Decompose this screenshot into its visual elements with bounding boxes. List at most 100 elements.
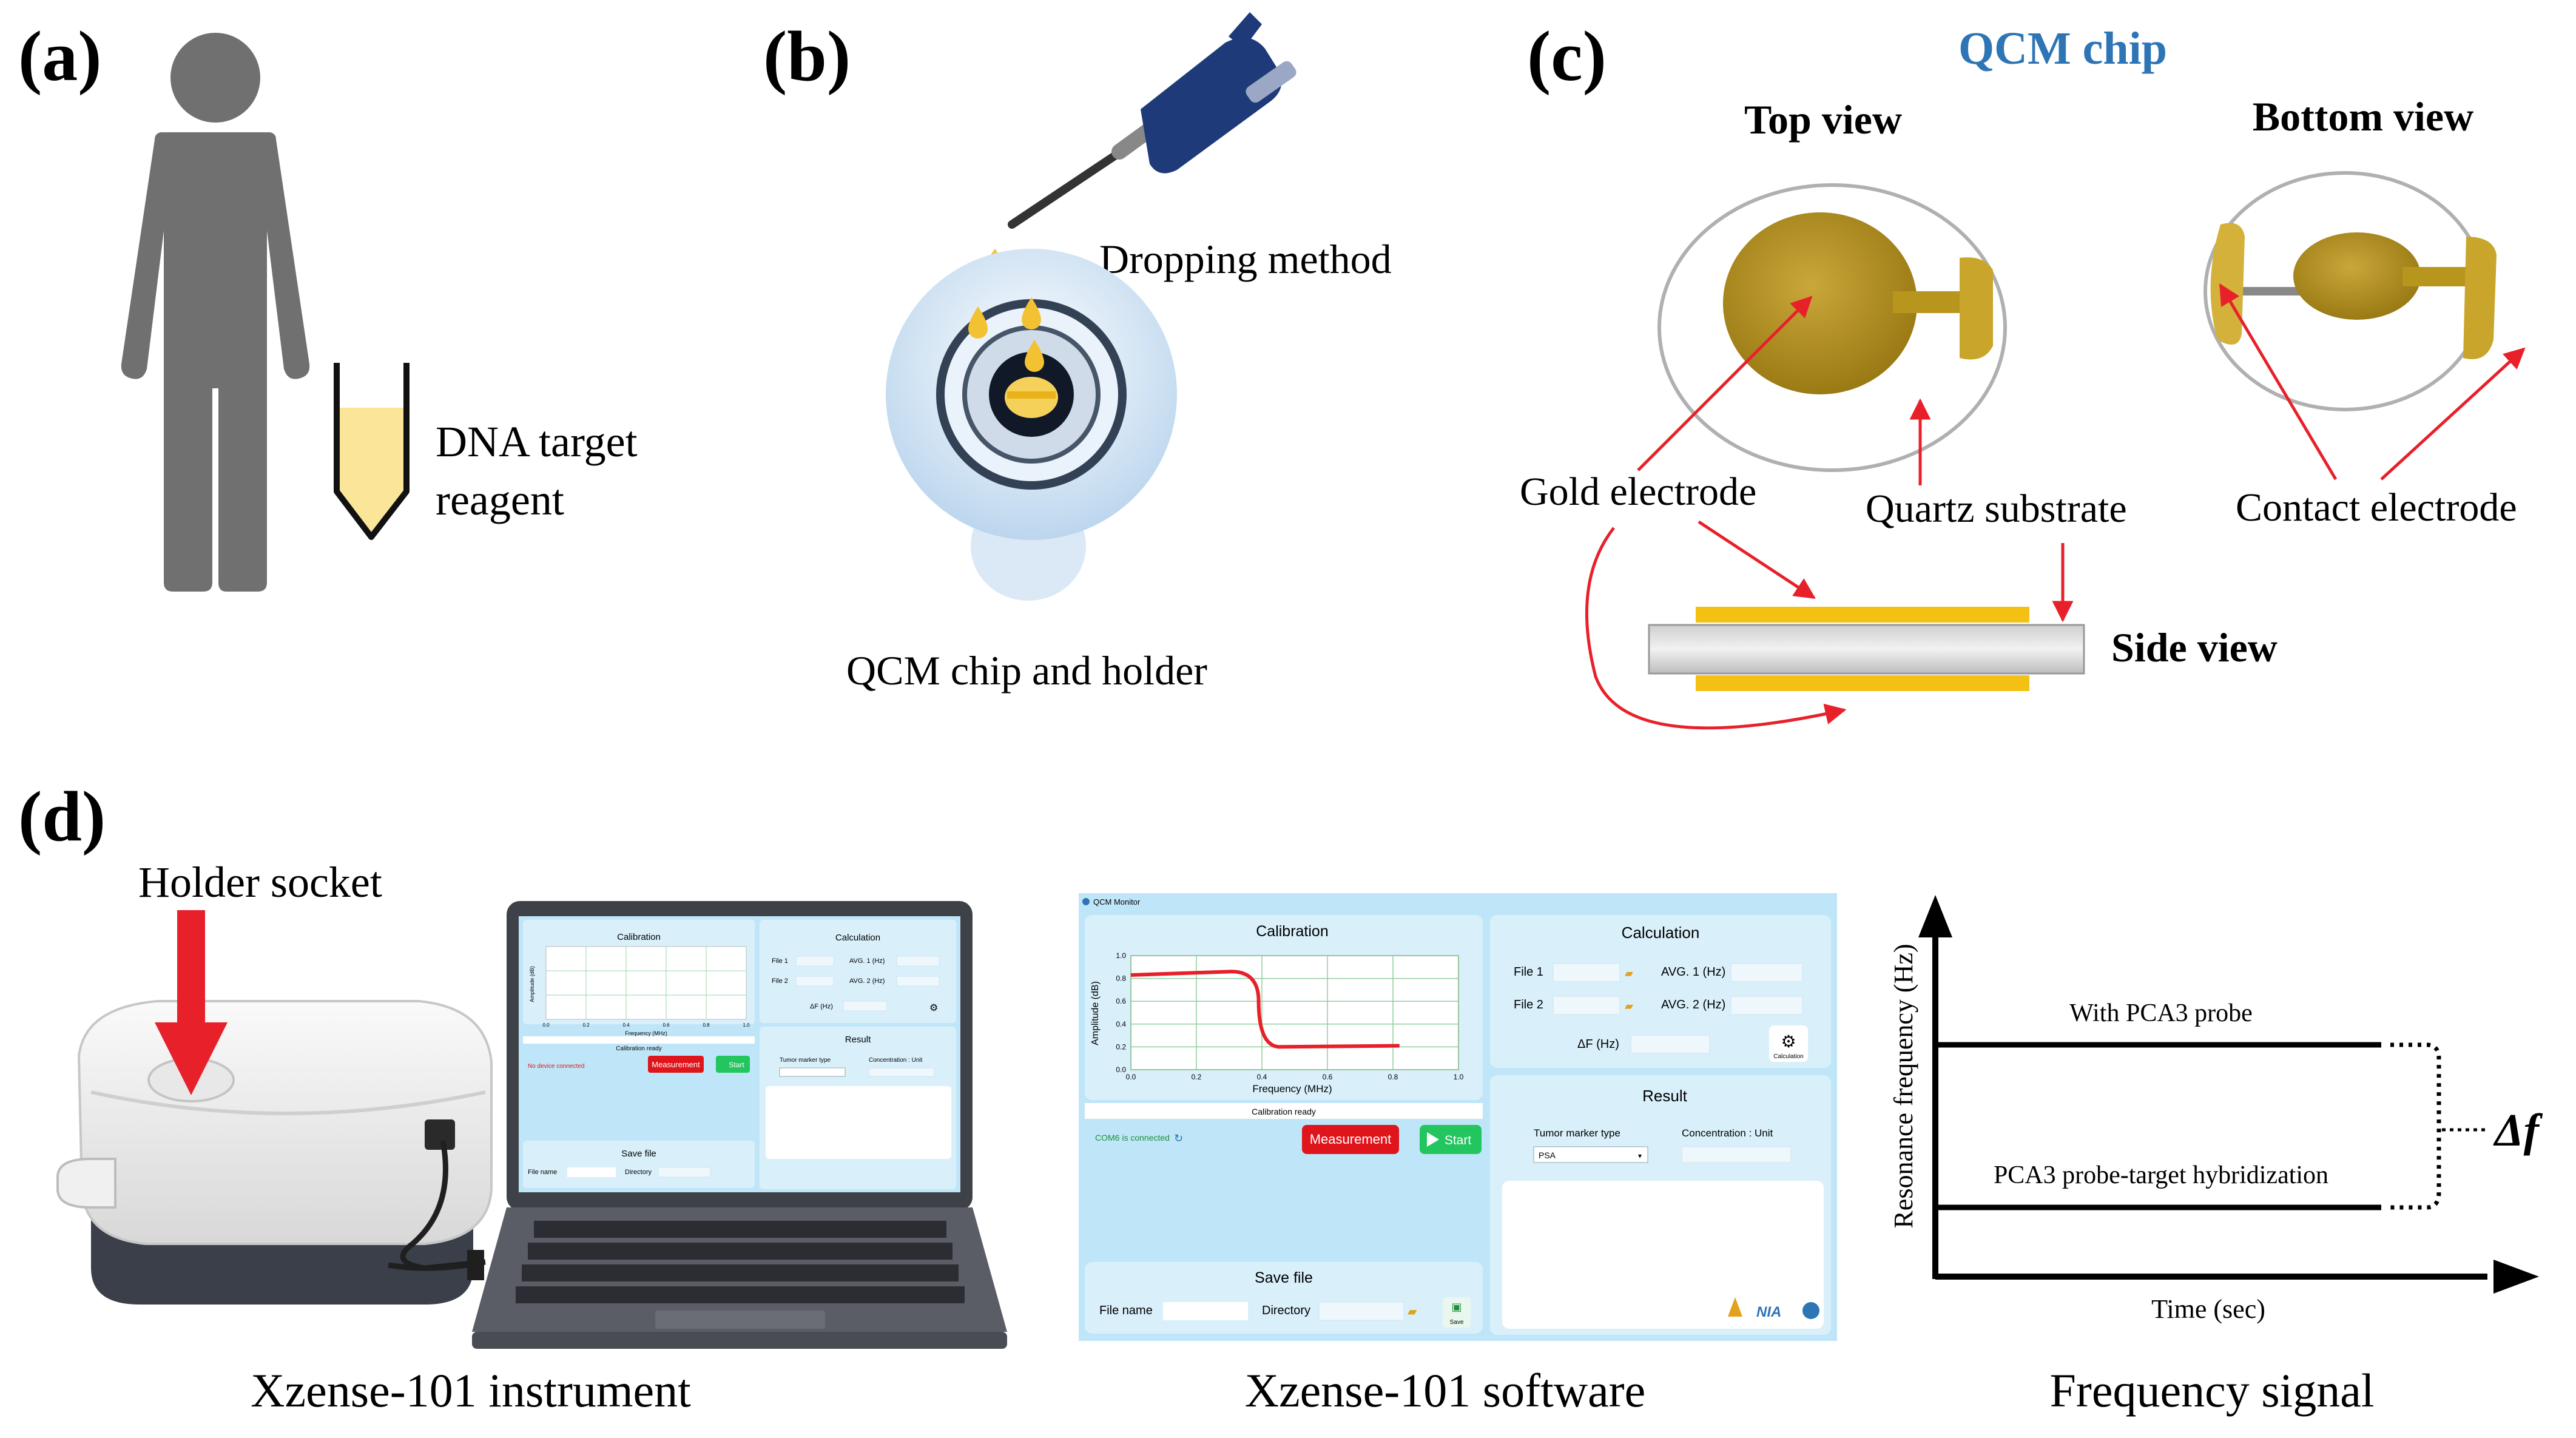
directory-input[interactable]: [1318, 1301, 1404, 1321]
panel-d-label: (d): [18, 777, 106, 856]
hybridization-label: PCA3 probe-target hybridization: [1994, 1161, 2328, 1189]
measurement-button-label: Measurement: [1310, 1132, 1392, 1147]
laptop-measurement-label: Measurement: [652, 1060, 700, 1069]
pipette-icon: [1008, 12, 1296, 229]
annotation-arrows: [1585, 283, 2526, 730]
file-name-input[interactable]: [1163, 1302, 1248, 1320]
usb-plug: [467, 1250, 484, 1280]
avg2-input[interactable]: [1730, 996, 1803, 1015]
tumor-marker-select[interactable]: [1533, 1146, 1648, 1163]
quartz-substrate-label: Quartz substrate: [1866, 487, 2127, 531]
laptop-calculation-title: Calculation: [835, 933, 880, 943]
file-name-label: File name: [1099, 1304, 1153, 1317]
tumor-marker-value: PSA: [1539, 1150, 1556, 1160]
laptop-x-tick-label: 0.6: [663, 1022, 670, 1028]
laptop-avg2: AVG. 2 (Hz): [849, 977, 885, 985]
play-icon: [1427, 1132, 1439, 1147]
bottom-view-label: Bottom view: [2253, 93, 2473, 140]
y-tick-label: 0.4: [1116, 1020, 1126, 1028]
laptop-file1: File 1: [772, 957, 788, 965]
laptop-concentration: Concentration : Unit: [869, 1057, 923, 1064]
laptop-delta-f: ΔF (Hz): [810, 1003, 833, 1010]
calibration-ylabel: Amplitude (dB): [1090, 981, 1101, 1045]
reagent-tube-icon: [334, 363, 410, 540]
svg-text:NIA: NIA: [1756, 1304, 1781, 1320]
laptop-x-tick-label: 0.8: [703, 1022, 710, 1028]
folder-icon[interactable]: ▰: [1408, 1305, 1417, 1318]
avg1-input[interactable]: [1730, 963, 1803, 982]
chip-side-view: [1648, 607, 2085, 691]
file2-label: File 2: [1514, 998, 1543, 1011]
chip-holder-label: QCM chip and holder: [846, 647, 1207, 694]
start-button[interactable]: [1420, 1125, 1482, 1154]
calculation-button[interactable]: [1769, 1025, 1808, 1062]
delta-f-symbol: Δf: [2493, 1105, 2543, 1156]
laptop-measurement-button[interactable]: [648, 1056, 704, 1073]
concentration-output: [1681, 1146, 1792, 1163]
x-tick-label: 0.8: [1388, 1073, 1398, 1081]
x-tick-label: 0.0: [1126, 1073, 1136, 1081]
save-button[interactable]: [1443, 1297, 1471, 1328]
save-file-title: Save file: [1255, 1269, 1313, 1286]
file1-label: File 1: [1514, 965, 1543, 979]
delta-f-input[interactable]: [1630, 1035, 1710, 1054]
laptop-x-tick-label: 0.2: [582, 1022, 590, 1028]
calibration-ready-text: Calibration ready: [1252, 1107, 1316, 1116]
side-view-label: Side view: [2111, 624, 2278, 670]
start-button-label: Start: [1445, 1133, 1472, 1147]
save-button-label: Save: [1450, 1319, 1464, 1326]
x-tick-label: 0.2: [1192, 1073, 1202, 1081]
calibration-y-ticks: 1.00.80.60.40.20.0: [1116, 951, 1126, 1074]
file2-folder-icon[interactable]: ▰: [1625, 1000, 1633, 1012]
software-window-title: QCM Monitor: [1093, 897, 1141, 906]
file1-input[interactable]: [1553, 963, 1620, 982]
laptop-file-name: File name: [528, 1169, 557, 1176]
y-tick-label: 0.0: [1116, 1065, 1126, 1074]
gear-icon: ⚙: [1781, 1032, 1796, 1051]
directory-label: Directory: [1262, 1304, 1310, 1317]
logo-icons: NIA: [1728, 1297, 1819, 1320]
laptop-calibration-chart: [545, 946, 747, 1020]
signal-ylabel: Resonance frequency (Hz): [1889, 943, 1918, 1228]
measurement-button[interactable]: [1302, 1125, 1399, 1154]
concentration-label: Concentration : Unit: [1682, 1127, 1773, 1139]
holder-socket-label: Holder socket: [138, 858, 382, 906]
y-tick-label: 0.8: [1116, 974, 1126, 983]
laptop-status: No device connected: [528, 1063, 584, 1070]
laptop-ylabel: Amplitude (dB): [529, 966, 535, 1002]
chevron-down-icon: ▾: [1638, 1152, 1642, 1160]
top-view-label: Top view: [1744, 96, 1902, 143]
panel-c-label: (c): [1527, 16, 1607, 96]
holder-socket-arrow: [155, 910, 228, 1095]
delta-f-label: ΔF (Hz): [1577, 1038, 1619, 1051]
person-icon: [121, 33, 310, 592]
avg1-label: AVG. 1 (Hz): [1661, 965, 1725, 979]
laptop-x-tick-label: 1.0: [743, 1022, 750, 1028]
chip-top-view: [1657, 183, 2007, 472]
instrument-caption: Xzense-101 instrument: [251, 1364, 691, 1417]
laptop-start-button[interactable]: [716, 1056, 750, 1073]
calibration-curve: [1130, 970, 1400, 1049]
reagent-label-line1: DNA target: [436, 417, 638, 466]
laptop-start-label: Start: [729, 1061, 744, 1069]
x-tick-label: 0.6: [1323, 1073, 1333, 1081]
laptop-directory: Directory: [625, 1169, 652, 1176]
reagent-label-line2: reagent: [436, 476, 564, 524]
file2-input[interactable]: [1553, 996, 1620, 1015]
laptop-file2: File 2: [772, 977, 788, 985]
y-tick-label: 1.0: [1116, 951, 1126, 960]
software-window: QCM Monitor Calibration 1.00.80.60.40.20…: [1079, 893, 1837, 1341]
file1-folder-icon[interactable]: ▰: [1625, 967, 1633, 979]
gold-electrode-label: Gold electrode: [1520, 470, 1756, 514]
chip-bottom-view: [2203, 171, 2497, 411]
x-tick-label: 0.4: [1257, 1073, 1267, 1081]
laptop-gear-icon[interactable]: ⚙: [929, 1003, 938, 1013]
avg2-label: AVG. 2 (Hz): [1661, 998, 1725, 1011]
laptop-calibration-title: Calibration: [617, 932, 661, 942]
xzense-instrument: [56, 1000, 493, 1305]
laptop-calibration-ready: Calibration ready: [616, 1045, 662, 1052]
refresh-icon[interactable]: ↻: [1174, 1132, 1183, 1144]
